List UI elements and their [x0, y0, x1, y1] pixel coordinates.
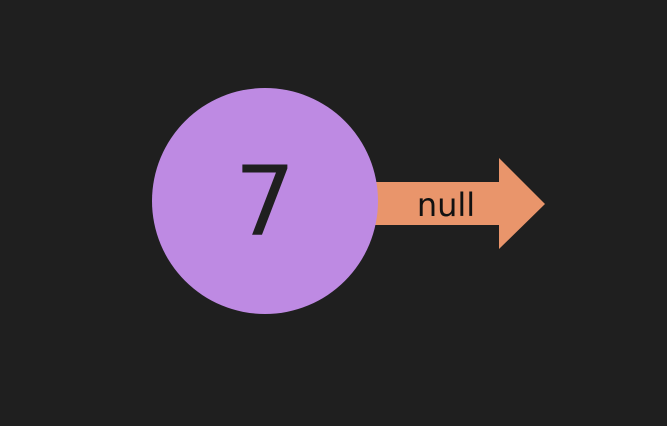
list-node: 7 — [152, 88, 378, 314]
node-value: 7 — [234, 146, 295, 258]
pointer-label: null — [417, 186, 475, 224]
next-pointer-arrow: null — [372, 158, 545, 249]
arrow-shape — [372, 158, 545, 249]
node-circle — [152, 88, 378, 314]
